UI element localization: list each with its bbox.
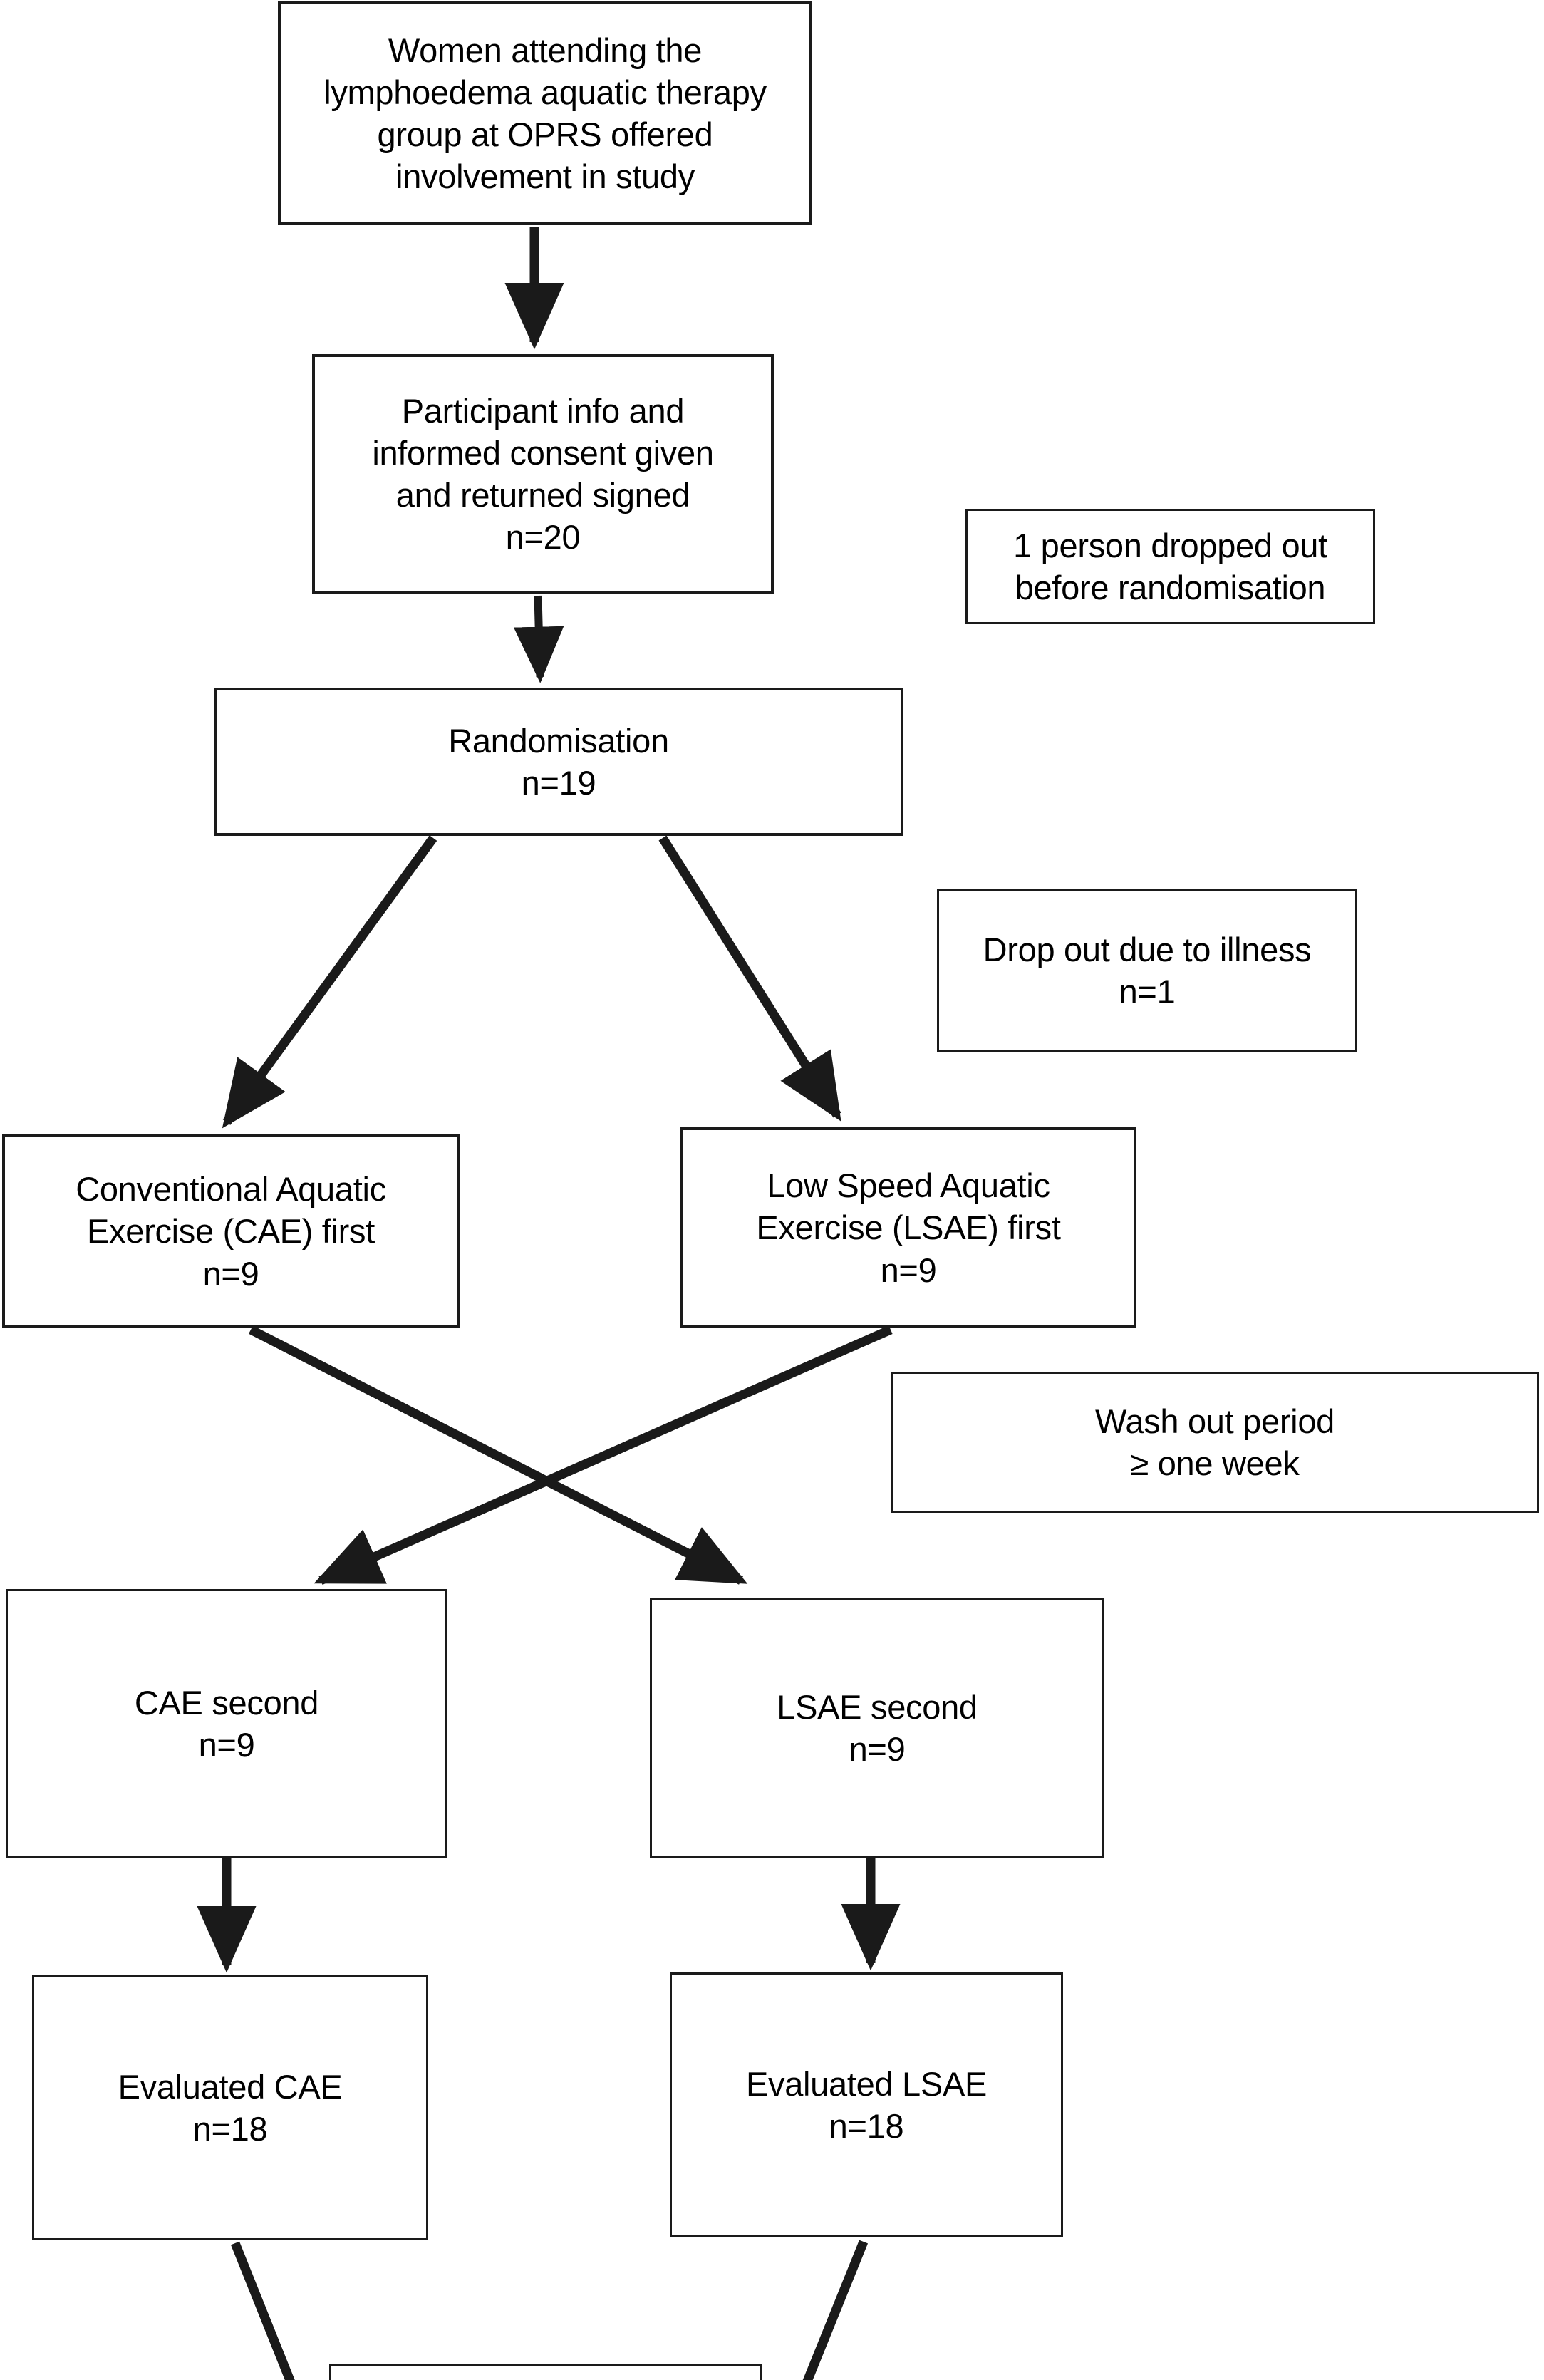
edge-evaluated-lsae-to-questionnaires <box>802 2240 869 2380</box>
edge-consent-to-randomisation <box>513 595 564 683</box>
node-randomisation[interactable]: Randomisation n=19 <box>214 688 903 836</box>
node-dropout-before-randomisation[interactable]: 1 person dropped out before randomisatio… <box>965 509 1375 624</box>
node-cae-first[interactable]: Conventional Aquatic Exercise (CAE) firs… <box>2 1134 460 1328</box>
node-dropout-illness-label: Drop out due to illness n=1 <box>983 930 1312 1010</box>
edge-randomisation-to-lsae-first <box>658 835 841 1122</box>
node-evaluated-lsae[interactable]: Evaluated LSAE n=18 <box>670 1972 1063 2237</box>
node-consent[interactable]: Participant info and informed consent gi… <box>312 354 774 594</box>
node-cae-second[interactable]: CAE second n=9 <box>6 1589 447 1858</box>
node-lsae-second-label: LSAE second n=9 <box>777 1687 978 1768</box>
node-evaluated-cae[interactable]: Evaluated CAE n=18 <box>32 1975 428 2240</box>
node-randomisation-label: Randomisation n=19 <box>448 721 669 802</box>
edge-lsae-first-to-cae-second <box>314 1325 893 1585</box>
edge-randomisation-to-cae-first <box>222 835 437 1129</box>
node-wash-out[interactable]: Wash out period ≥ one week <box>891 1372 1539 1513</box>
node-evaluated-lsae-label: Evaluated LSAE n=18 <box>745 2064 988 2145</box>
node-lsae-first-label: Low Speed Aquatic Exercise (LSAE) first … <box>756 1166 1061 1289</box>
node-cae-first-label: Conventional Aquatic Exercise (CAE) firs… <box>76 1170 386 1293</box>
node-dropout-before-randomisation-label: 1 person dropped out before randomisatio… <box>1013 526 1327 606</box>
node-lsae-first[interactable]: Low Speed Aquatic Exercise (LSAE) first … <box>680 1127 1136 1328</box>
edge-evaluated-cae-to-questionnaires <box>230 2241 295 2380</box>
node-questionnaires[interactable]: Questionnaires given out and returned co… <box>329 2364 762 2380</box>
node-consent-label: Participant info and informed consent gi… <box>372 391 714 557</box>
node-cae-second-label: CAE second n=9 <box>134 1683 319 1764</box>
node-wash-out-label: Wash out period ≥ one week <box>1095 1402 1335 1482</box>
node-recruitment[interactable]: Women attending the lymphoedema aquatic … <box>278 1 812 225</box>
edge-cae-first-to-lsae-second <box>249 1325 748 1585</box>
node-dropout-illness[interactable]: Drop out due to illness n=1 <box>937 889 1357 1052</box>
node-evaluated-cae-label: Evaluated CAE n=18 <box>118 2067 343 2148</box>
node-lsae-second[interactable]: LSAE second n=9 <box>650 1598 1104 1858</box>
node-recruitment-label: Women attending the lymphoedema aquatic … <box>323 31 767 196</box>
